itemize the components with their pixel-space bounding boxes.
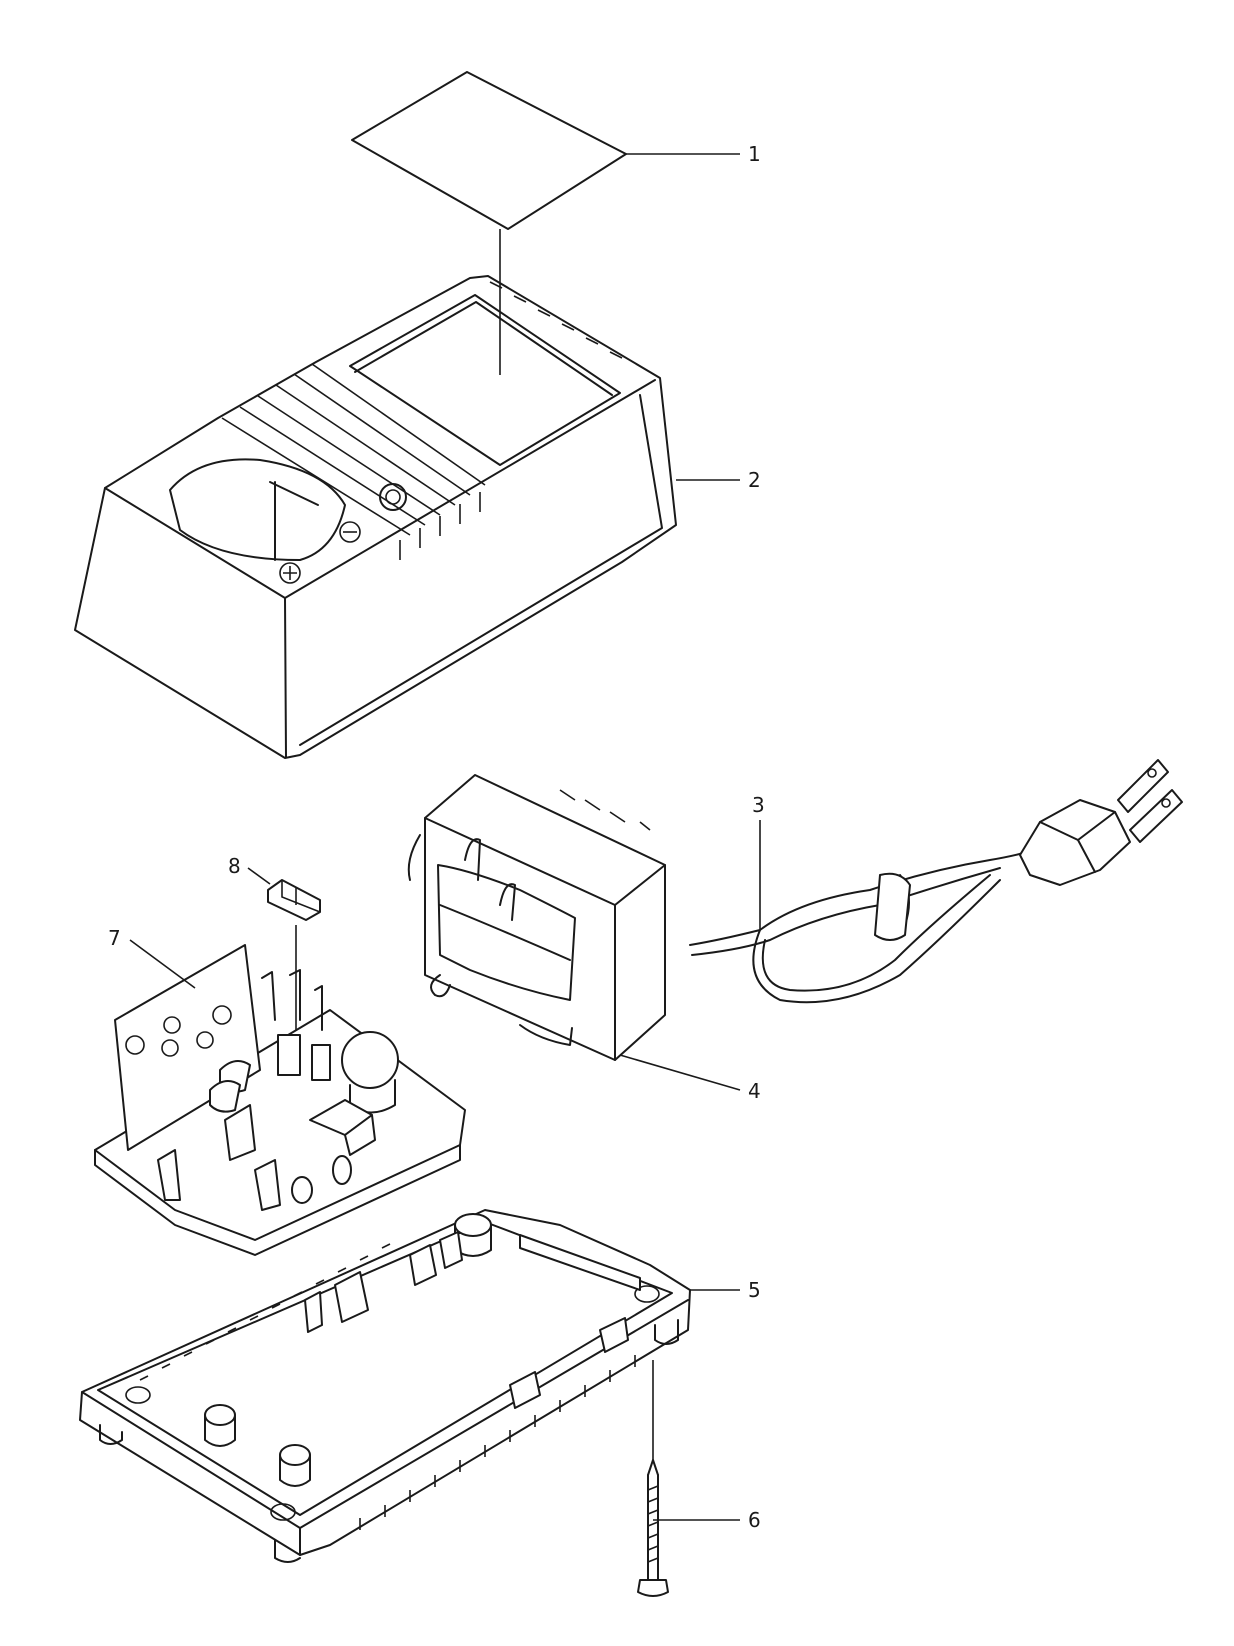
part-8-fuse bbox=[267, 879, 321, 921]
part-6-screw bbox=[637, 1459, 669, 1597]
part-2-housing-cover bbox=[74, 275, 677, 759]
part-4-transformer bbox=[407, 774, 666, 1061]
callout-2: 2 bbox=[748, 468, 761, 492]
leader-7 bbox=[129, 939, 196, 989]
callout-1: 1 bbox=[748, 142, 761, 166]
leader-lines bbox=[129, 153, 761, 1521]
part-3-power-cord bbox=[689, 759, 1183, 1004]
callout-6: 6 bbox=[748, 1508, 761, 1532]
leader-8 bbox=[247, 867, 297, 1030]
part-5-base-housing bbox=[79, 1209, 691, 1563]
callout-5: 5 bbox=[748, 1278, 761, 1302]
callout-labels: 1 2 3 4 5 6 7 8 bbox=[108, 142, 765, 1532]
leader-1 bbox=[499, 153, 740, 375]
callout-7: 7 bbox=[108, 926, 121, 950]
leader-6 bbox=[652, 1360, 740, 1521]
part-7-pcb-assembly bbox=[94, 944, 466, 1256]
callout-3: 3 bbox=[752, 793, 765, 817]
callout-4: 4 bbox=[748, 1079, 761, 1103]
part-1-label-sheet bbox=[351, 71, 627, 230]
callout-8: 8 bbox=[228, 854, 241, 878]
leader-4 bbox=[619, 1054, 741, 1091]
